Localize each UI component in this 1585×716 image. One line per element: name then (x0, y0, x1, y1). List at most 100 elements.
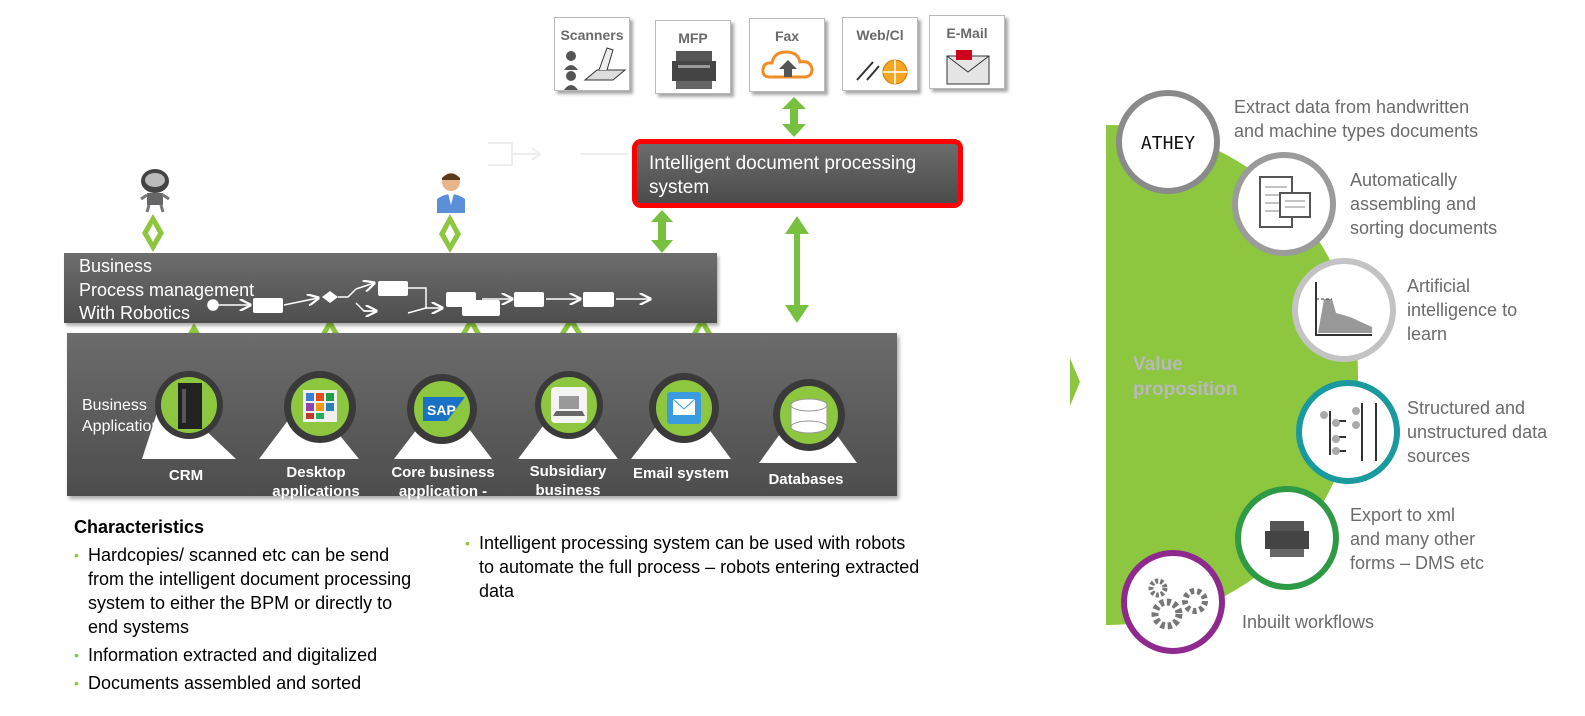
source-tile-scanners: Scanners (554, 17, 630, 91)
web-globe-icon (856, 59, 908, 85)
list-item: Documents assembled and sorted (74, 671, 464, 695)
app-line1: Subsidiary (529, 463, 607, 480)
vp-item-line: Structured and (1407, 398, 1526, 418)
server-icon (178, 383, 202, 429)
vp-item-line: forms – DMS etc (1350, 553, 1485, 573)
app-label-subsidiary: Subsidiary business (520, 462, 616, 500)
app-line1: Databases (768, 471, 844, 488)
vp-item-line: intelligence to (1407, 300, 1518, 320)
process-flow-diagram (207, 253, 717, 323)
arrow-idp-apps (785, 216, 809, 323)
value-item-workflows: Inbuilt workflows (1242, 610, 1374, 634)
value-item-ai: Artificial intelligence to learn (1407, 274, 1517, 346)
bullet-line: to automate the full process – robots en… (479, 557, 920, 577)
app-line1: Core business (391, 464, 495, 481)
mfp-printer-icon (672, 51, 716, 89)
list-item: Intelligent processing system can be use… (465, 531, 985, 603)
value-item-export: Export to xml and many other forms – DMS… (1350, 503, 1484, 575)
vp-item-line: and machine types documents (1234, 121, 1479, 141)
database-icon (790, 398, 828, 434)
value-icons: ATHEY (1116, 90, 1400, 654)
vp-item-line: sources (1407, 446, 1471, 466)
vp-item-line: learn (1407, 324, 1448, 344)
svg-text:SAP: SAP (427, 402, 456, 418)
bpm-robotics-bar: Business Process management With Robotic… (64, 253, 717, 323)
vp-item-line: Artificial (1407, 276, 1471, 296)
bullet-line: Documents assembled and sorted (88, 673, 362, 693)
bpm-line1: Business (79, 256, 153, 276)
characteristics-list: Hardcopies/ scanned etc can be send from… (74, 543, 464, 699)
arrow-fax-idp (782, 97, 806, 137)
arrow-idp-bpm (651, 210, 673, 253)
app-label-desktop: Desktop applications (260, 463, 372, 501)
vp-item-line: assembling and (1350, 194, 1477, 214)
robot-icon (140, 169, 170, 213)
scanner-icon (564, 47, 627, 90)
faint-arrows (488, 142, 628, 166)
app-line1: Desktop (286, 464, 346, 481)
vp-item-line: and many other (1350, 529, 1476, 549)
app-line1: CRM (168, 467, 204, 484)
source-label: MFP (678, 30, 708, 46)
value-proposition-title: Value proposition (1133, 352, 1237, 402)
value-item-assembling: Automatically assembling and sorting doc… (1350, 168, 1497, 240)
sap-icon: SAP (423, 397, 465, 421)
source-label: Web/Cl (856, 27, 904, 43)
bpm-line2: Process management (79, 279, 255, 300)
vp-item-line: Extract data from handwritten (1234, 97, 1470, 117)
vp-title-line1: Value (1133, 354, 1183, 375)
bullet-line: Information extracted and digitalized (88, 645, 378, 665)
idp-title-line2: system (649, 177, 710, 198)
app-label-core-business: Core business application - (380, 463, 506, 501)
bullet-line: data (479, 581, 515, 601)
vp-item-line: Export to xml (1350, 505, 1456, 525)
value-item-structured: Structured and unstructured data sources (1407, 396, 1547, 468)
vp-title-line2: proposition (1133, 379, 1238, 400)
bpm-label: Business Process management With Robotic… (79, 255, 254, 326)
bullet-line: system to either the BPM or directly to (88, 593, 393, 613)
robots-note-list: Intelligent processing system can be use… (465, 531, 985, 607)
idp-system-box: Intelligent document processing system (632, 139, 963, 208)
printer-export-icon (1235, 486, 1339, 590)
idp-title-line1: Intelligent document processing (649, 153, 917, 174)
vp-item-line: sorting documents (1350, 218, 1498, 238)
source-label: E-Mail (946, 25, 988, 41)
app-line1: Email system (633, 465, 729, 482)
value-item-extract: Extract data from handwritten and machin… (1234, 95, 1478, 143)
email-pdf-icon (946, 50, 990, 85)
app-line2: applications (272, 483, 360, 500)
office-apps-icon (303, 390, 337, 422)
chevron-right-icon (1070, 358, 1080, 406)
bullet-line: Hardcopies/ scanned etc can be send (88, 545, 390, 565)
list-item: Hardcopies/ scanned etc can be send from… (74, 543, 464, 639)
documents-icon (1232, 152, 1336, 256)
data-structure-icon (1296, 380, 1400, 484)
app-label-email-system: Email system (624, 464, 738, 483)
person-icon (437, 173, 465, 213)
bullet-line: from the intelligent document processing (88, 569, 412, 589)
source-tile-web: Web/Cl (842, 17, 918, 91)
app-label-databases: Databases (756, 470, 856, 489)
vp-item-line: Inbuilt workflows (1242, 612, 1375, 632)
source-tile-email: E-Mail (929, 15, 1005, 89)
laptop-icon (551, 387, 587, 423)
mail-icon (667, 392, 701, 424)
app-nodes: SAP (142, 371, 857, 463)
cloud-upload-icon (761, 50, 814, 79)
bullet-line: end systems (88, 617, 190, 637)
bizapps-line2: Applications (82, 418, 169, 435)
characteristics-title: Characteristics (74, 517, 205, 537)
handwriting-icon-text: ATHEY (1141, 133, 1195, 154)
app-line2: business (535, 482, 601, 499)
vp-item-line: unstructured data (1407, 422, 1548, 442)
app-line2: application - (398, 483, 488, 500)
vp-item-line: Automatically (1350, 170, 1458, 190)
list-item: Information extracted and digitalized (74, 643, 464, 667)
bpm-line3: With Robotics (79, 303, 191, 323)
source-label: Fax (774, 28, 800, 44)
bizapps-line1: Business (82, 397, 147, 414)
green-arrows (651, 97, 809, 323)
ai-chart-icon (1292, 258, 1396, 362)
business-applications-label: Business Applications (82, 395, 168, 437)
gears-icon (1121, 550, 1225, 654)
